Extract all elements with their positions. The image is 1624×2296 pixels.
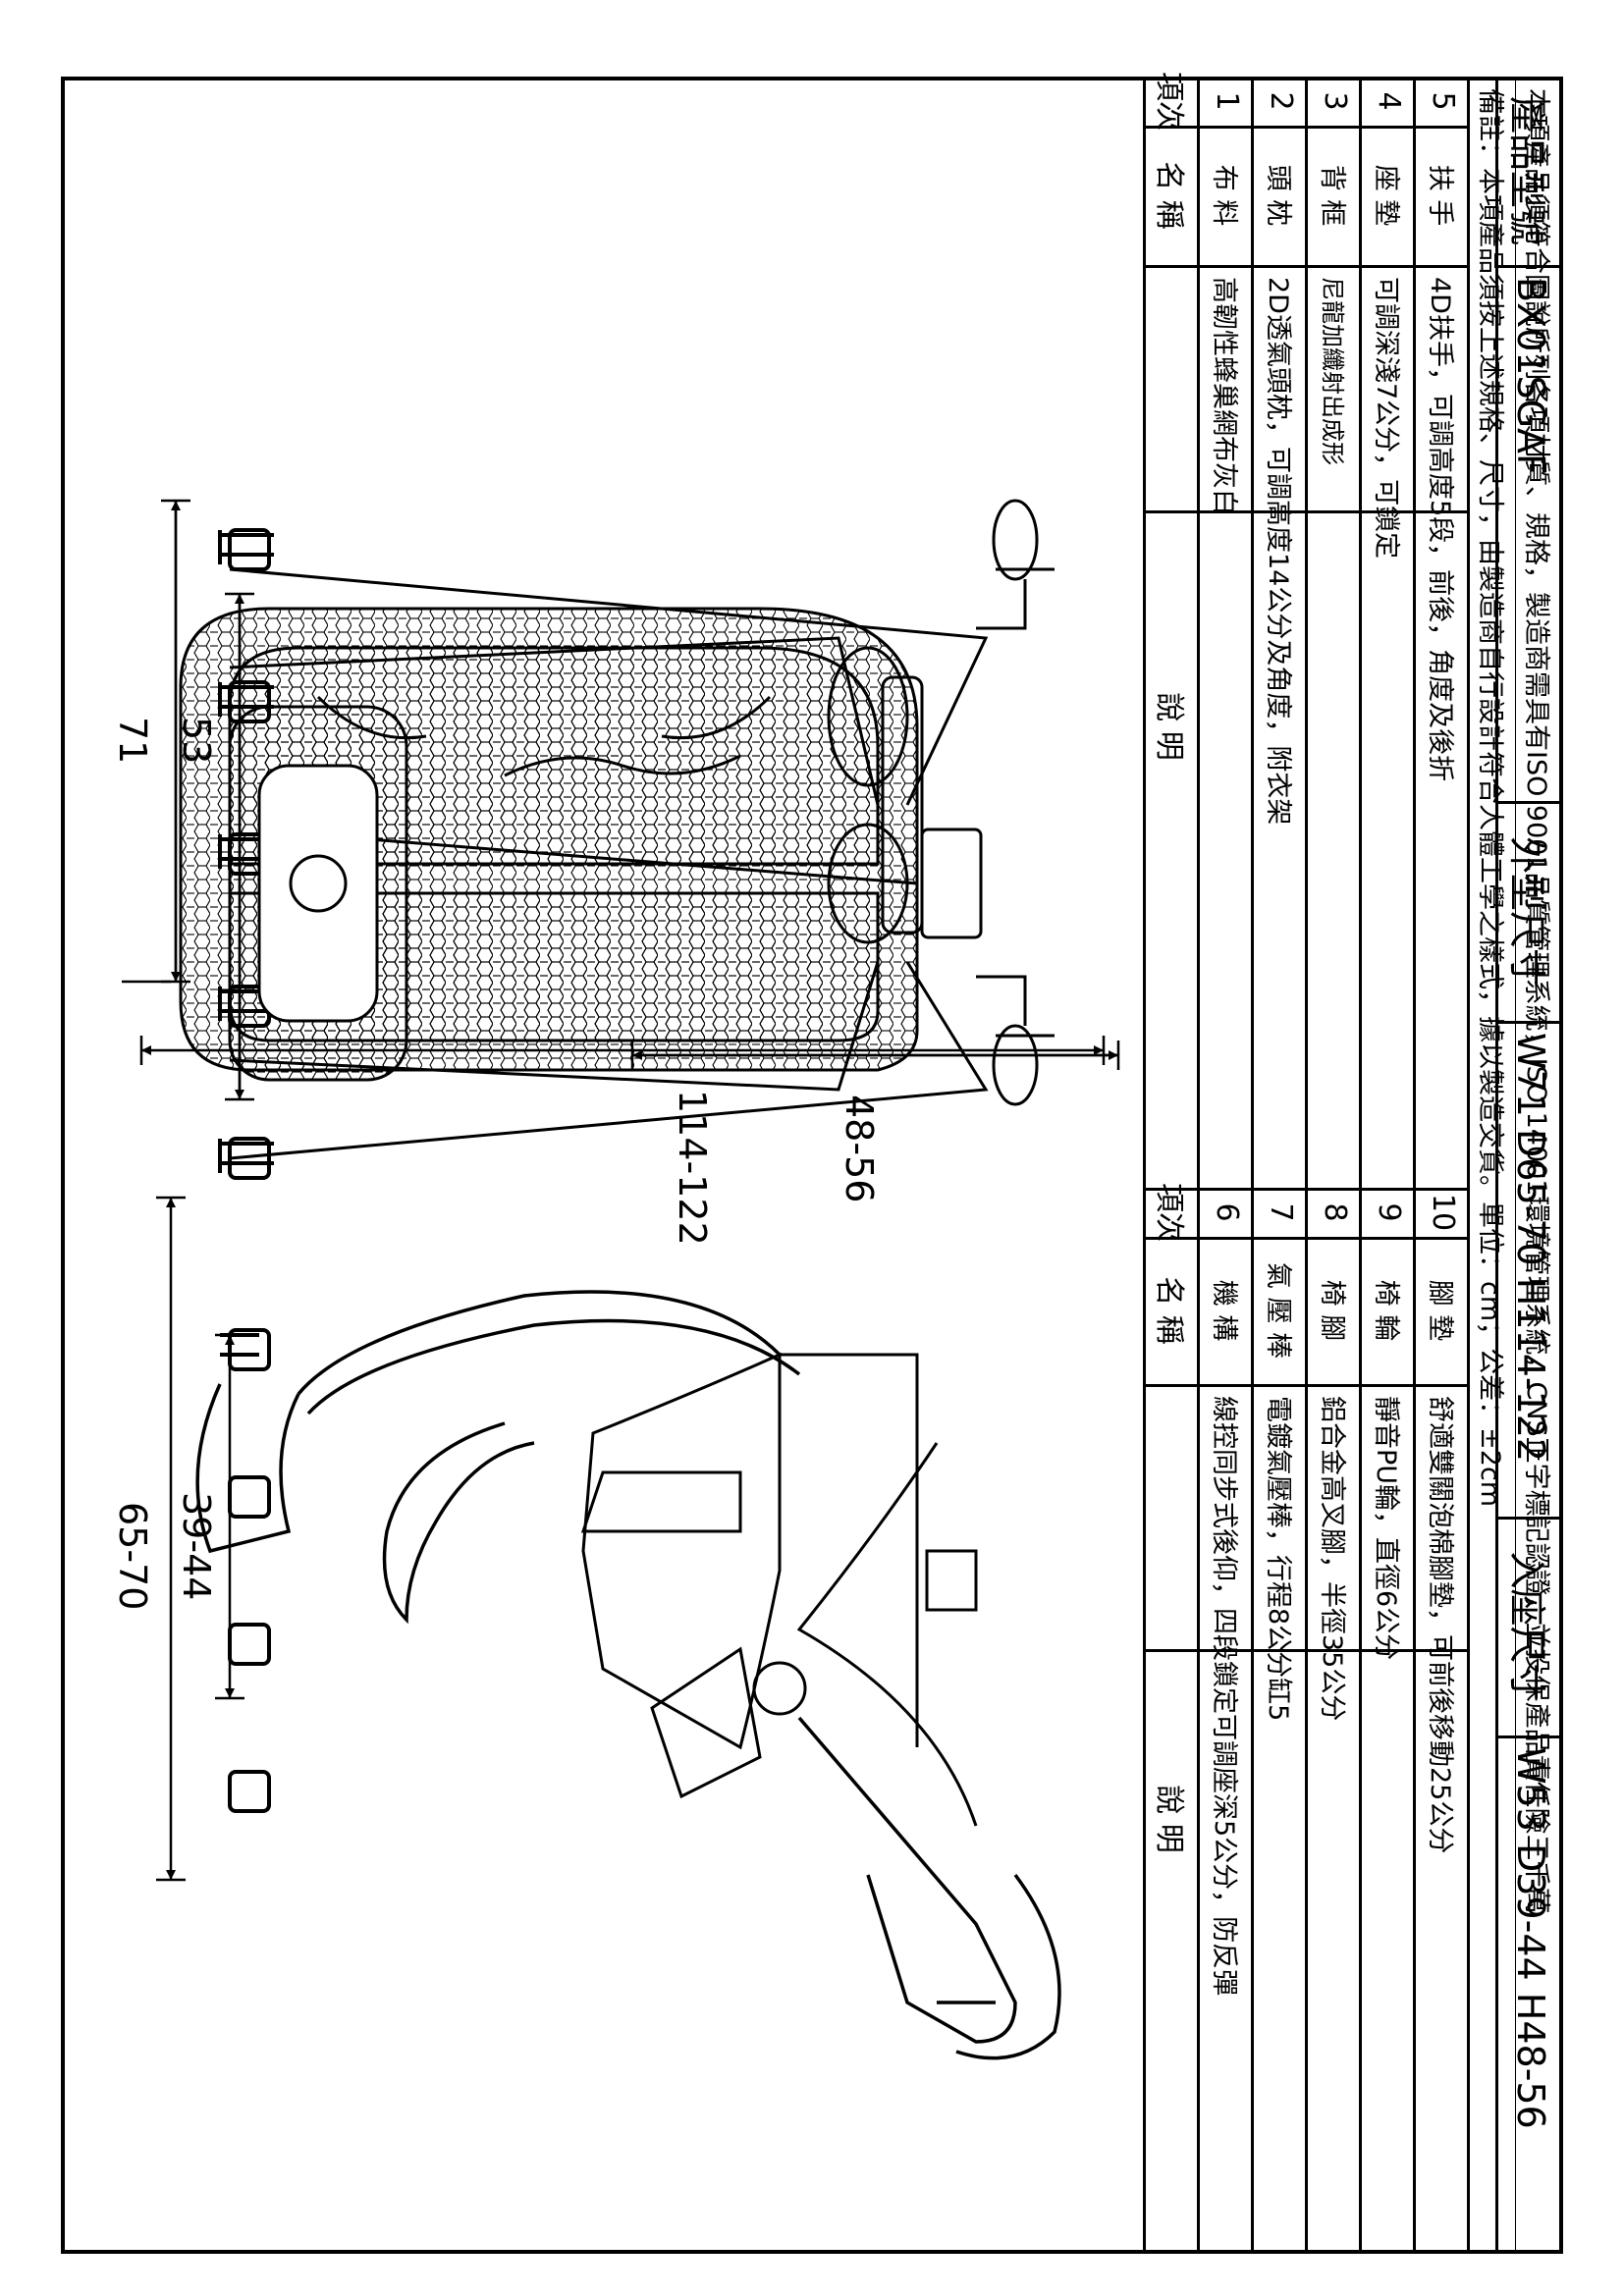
- row-no: 2: [1264, 91, 1298, 111]
- row-desc: 靜音PU輪，直徑6公分: [1371, 1396, 1401, 1661]
- row-desc: 4D扶手，可調高度5段，前後，角度及後折: [1425, 277, 1455, 782]
- th-desc-right: 說 明: [1152, 1785, 1187, 1853]
- row-name: 扶 手: [1425, 164, 1455, 227]
- row-no: 1: [1210, 91, 1244, 111]
- row-desc: 2D透氣頭枕，可調高度14公分及角度，附衣架: [1263, 277, 1293, 826]
- row-desc: 舒適雙關泡棉腳墊，可前後移動25公分: [1425, 1396, 1455, 1854]
- row-no: 9: [1372, 1202, 1406, 1222]
- row-name: 機 構: [1209, 1279, 1239, 1342]
- row-name: 頭 枕: [1263, 164, 1293, 227]
- row-desc: 鋁合金高叉腳，半徑35公分: [1317, 1396, 1347, 1722]
- row-no: 7: [1264, 1202, 1298, 1222]
- row-name: 腳 墊: [1425, 1279, 1455, 1342]
- front-view: [179, 499, 1055, 1180]
- th-name-right: 名 稱: [1152, 1276, 1187, 1345]
- row-desc: 電鍍氣壓棒，行程8公分缸5: [1263, 1396, 1293, 1722]
- note-line-1: 備註：本項產品須按上述規格、尺寸，由製造商自行設計符合人體工學之樣式，據以製造交…: [1475, 88, 1505, 1508]
- row-name: 布 料: [1209, 164, 1239, 227]
- th-no-left: 項次: [1152, 72, 1187, 131]
- side-casters: [220, 1328, 271, 1813]
- dim-label-front-seat-width: 53: [175, 717, 218, 765]
- th-desc-left: 說 明: [1152, 692, 1187, 761]
- dim-label-side-seat-depth: 39-44: [175, 1492, 218, 1601]
- side-armrest: [382, 1421, 535, 1625]
- row-name: 背 框: [1317, 164, 1347, 227]
- side-footrest: [797, 1716, 1061, 2060]
- row-desc: 尼龍加纖射出成形: [1319, 277, 1346, 465]
- row-name: 座 墊: [1371, 164, 1401, 227]
- front-headrest: [228, 705, 408, 1082]
- dim-label-side-height: 114-122: [671, 1090, 714, 1246]
- row-no: 6: [1210, 1202, 1244, 1222]
- row-no: 4: [1372, 91, 1406, 111]
- row-no: 10: [1426, 1193, 1460, 1232]
- th-no-right: 項次: [1152, 1183, 1187, 1242]
- th-name-left: 名 稱: [1152, 161, 1187, 230]
- row-desc: 線控同步式後仰，四段鎖定可調座深5公分，防反彈: [1209, 1396, 1239, 1997]
- row-no: 8: [1318, 1202, 1352, 1222]
- row-name: 椅 輪: [1371, 1279, 1401, 1342]
- row-desc: 可調深淺7公分，可鎖定: [1371, 277, 1401, 560]
- row-name: 椅 腳: [1317, 1279, 1347, 1342]
- front-armrests: [976, 499, 1055, 1106]
- dim-label-front-width: 71: [111, 717, 154, 765]
- notes-divider: [1515, 77, 1516, 2254]
- side-base: [780, 1353, 978, 1827]
- row-no: 5: [1426, 91, 1460, 111]
- side-seat-and-mechanism: [580, 1352, 807, 1799]
- side-view: [195, 1290, 1061, 2060]
- dim-label-front-seat-height: 48-56: [838, 1095, 881, 1203]
- row-desc: 高韌性蜂巢網布灰白: [1209, 277, 1239, 515]
- row-name: 氣 壓 棒: [1263, 1261, 1293, 1360]
- side-backrest: [195, 1290, 801, 1554]
- dim-label-side-depth: 65-70: [111, 1502, 154, 1611]
- note-line-2: 本項產品須符合圖說所列各項材質、規格，製造商需具有ISO 9001品質管理系統，…: [1521, 88, 1552, 1914]
- row-no: 3: [1318, 91, 1352, 111]
